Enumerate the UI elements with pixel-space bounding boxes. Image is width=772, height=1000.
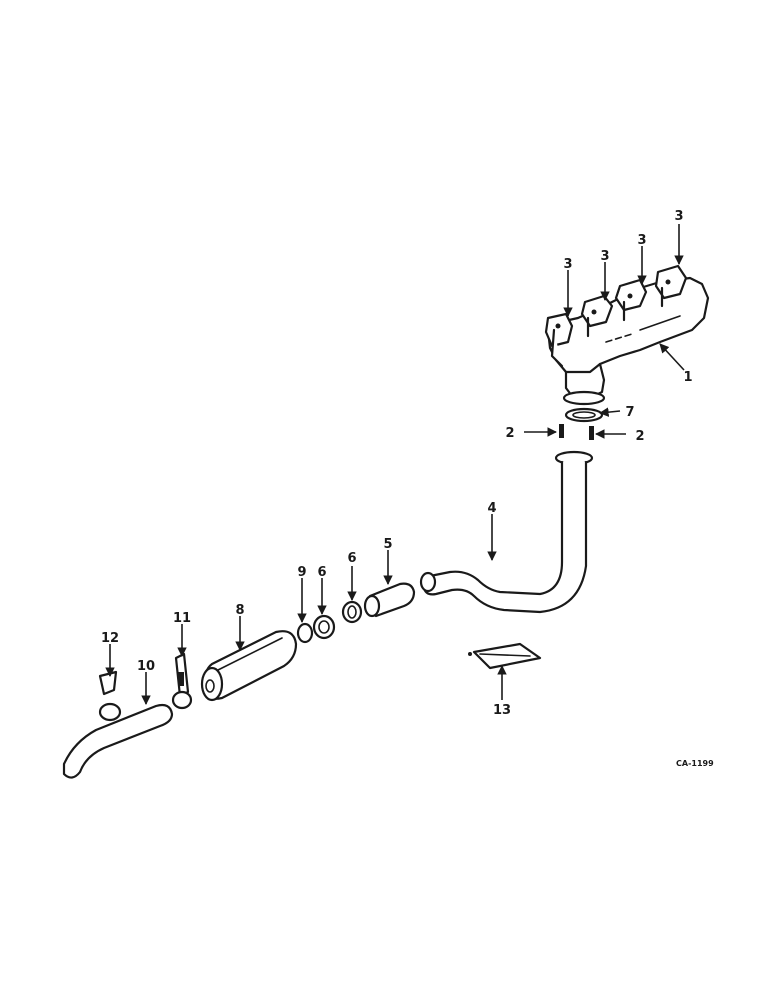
bracket-clamp (171, 652, 193, 710)
muffler (200, 630, 298, 702)
callout-3a: 3 (563, 257, 572, 272)
callout-2b: 2 (635, 429, 644, 444)
callout-6a: 6 (347, 551, 356, 566)
callout-2a: 2 (505, 426, 514, 441)
clamp-right (341, 600, 363, 624)
ring (296, 622, 314, 644)
strap-clamp (98, 670, 122, 722)
studs (559, 424, 594, 440)
callout-10: 10 (137, 659, 155, 674)
callout-1: 1 (683, 370, 692, 385)
exhaust-manifold (544, 264, 710, 406)
exhaust-pipe (419, 450, 594, 614)
tail-pipe (62, 703, 174, 779)
callout-5: 5 (383, 537, 392, 552)
connector-pipe (363, 582, 416, 618)
drawing-code: CA-1199 (676, 759, 714, 768)
gasket (564, 407, 604, 423)
callout-3c: 3 (637, 233, 646, 248)
callout-9: 9 (297, 565, 306, 580)
callout-13: 13 (493, 703, 511, 718)
callout-8: 8 (235, 603, 244, 618)
callout-6b: 6 (317, 565, 326, 580)
callout-3b: 3 (600, 249, 609, 264)
leader-lines (105, 224, 685, 705)
clamp-left (312, 614, 336, 640)
callout-4: 4 (487, 501, 496, 516)
callout-3d: 3 (674, 209, 683, 224)
callout-labels: 1 2 2 3 3 3 3 4 5 6 6 7 8 9 10 11 12 13 (101, 209, 693, 718)
heat-shield (468, 642, 542, 670)
callout-11: 11 (173, 611, 191, 626)
callout-7: 7 (625, 405, 634, 420)
callout-12: 12 (101, 631, 119, 646)
